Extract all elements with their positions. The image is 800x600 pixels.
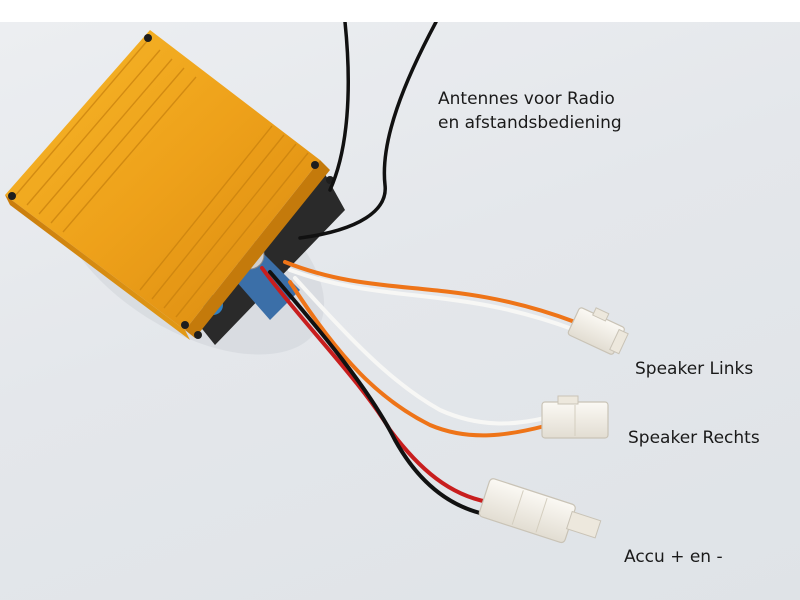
caption-accu: Accu + en - bbox=[624, 547, 723, 567]
antenna-wires bbox=[298, 22, 438, 240]
antenna-wire-1 bbox=[328, 22, 350, 192]
antenna-wire-2 bbox=[298, 22, 438, 240]
module-ridges bbox=[14, 39, 309, 318]
speaker-links-wires bbox=[283, 260, 577, 332]
caption-speaker-links: Speaker Links bbox=[635, 359, 754, 379]
product-photo: Antennes voor Radio en afstandsbediening… bbox=[0, 22, 800, 600]
caption-speaker-rechts: Speaker Rechts bbox=[628, 428, 760, 448]
caption-antennes: Antennes voor Radio en afstandsbediening bbox=[438, 87, 622, 135]
speaker-rechts-connector bbox=[541, 395, 609, 439]
module-end-plate bbox=[195, 165, 345, 345]
caption-antennes-line2: en afstandsbediening bbox=[438, 113, 622, 133]
caption-antennes-line1: Antennes voor Radio bbox=[438, 89, 615, 109]
module-housing-side bbox=[5, 195, 190, 340]
amplifier-wiring-photo bbox=[5, 22, 629, 544]
battery-wires bbox=[260, 266, 490, 515]
battery-connector bbox=[478, 478, 602, 544]
module-housing-edge bbox=[185, 160, 330, 338]
module-screws bbox=[8, 34, 334, 339]
amplifier-module bbox=[5, 30, 345, 345]
speaker-links-connector bbox=[567, 307, 629, 355]
speaker-rechts-wires bbox=[288, 276, 547, 438]
module-housing-top bbox=[5, 30, 320, 330]
